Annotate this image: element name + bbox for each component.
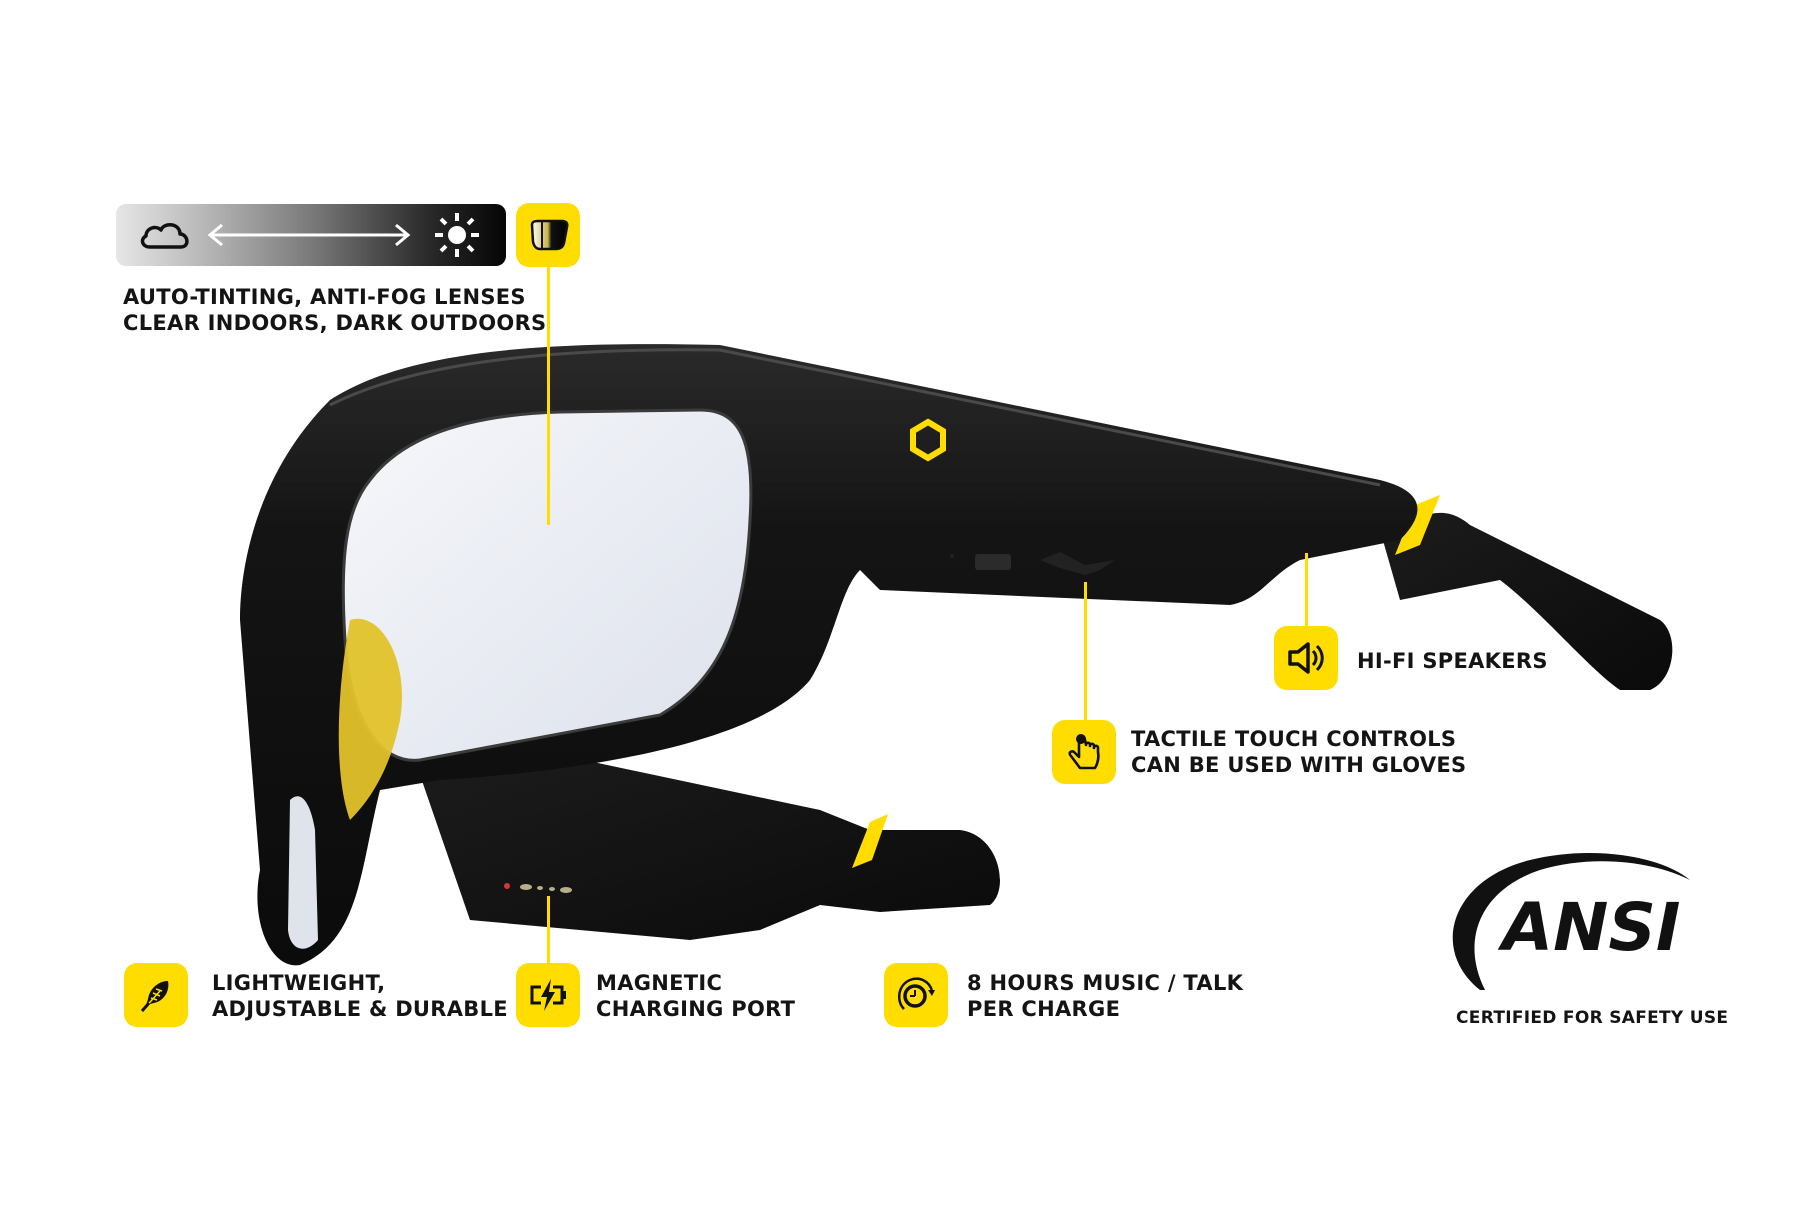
feature-battery-life-caption: 8 HOURS MUSIC / TALK PER CHARGE <box>967 970 1243 1022</box>
ansi-caption: CERTIFIED FOR SAFETY USE <box>1456 1008 1729 1028</box>
feature-charging-line-1: MAGNETIC <box>596 971 723 995</box>
lens-tint-icon <box>530 219 569 251</box>
tint-gradient-bar <box>116 204 506 266</box>
touch-caption-line-1: TACTILE TOUCH CONTROLS <box>1131 727 1457 751</box>
feature-charging-line-2: CHARGING PORT <box>596 997 796 1021</box>
speakers-caption: HI-FI SPEAKERS <box>1357 648 1548 674</box>
lens-tint-badge <box>516 203 580 267</box>
speakers-badge <box>1274 626 1338 690</box>
battery-charging-icon <box>530 979 566 1011</box>
clock-cycle-icon <box>897 977 935 1010</box>
feature-battery-life-line-1: 8 HOURS MUSIC / TALK <box>967 971 1244 995</box>
feature-battery-life-line-2: PER CHARGE <box>967 997 1121 1021</box>
ansi-logo: ANSI <box>1452 852 1690 990</box>
feature-lightweight-caption: LIGHTWEIGHT, ADJUSTABLE & DURABLE <box>212 970 508 1022</box>
touch-hand-icon <box>1068 734 1100 770</box>
double-arrow-icon <box>207 223 411 247</box>
feature-lightweight-badge <box>124 963 188 1027</box>
charging-leader-line <box>547 896 550 963</box>
tint-caption: AUTO-TINTING, ANTI-FOG LENSES CLEAR INDO… <box>123 284 547 336</box>
touch-caption: TACTILE TOUCH CONTROLS CAN BE USED WITH … <box>1131 726 1466 778</box>
cloud-icon <box>140 223 189 249</box>
speakers-caption-line-1: HI-FI SPEAKERS <box>1357 649 1548 673</box>
lens-leader-line <box>547 267 550 525</box>
feature-lightweight-line-1: LIGHTWEIGHT, <box>212 971 386 995</box>
feather-icon <box>140 981 169 1012</box>
speaker-icon <box>1288 642 1324 674</box>
speakers-leader-line <box>1305 553 1308 626</box>
ansi-logo-text: ANSI <box>1497 889 1680 966</box>
feature-charging-badge <box>516 963 580 1027</box>
touch-badge <box>1052 720 1116 784</box>
tint-caption-line-2: CLEAR INDOORS, DARK OUTDOORS <box>123 311 547 335</box>
feature-lightweight-line-2: ADJUSTABLE & DURABLE <box>212 997 508 1021</box>
feature-charging-caption: MAGNETIC CHARGING PORT <box>596 970 795 1022</box>
touch-caption-line-2: CAN BE USED WITH GLOVES <box>1131 753 1467 777</box>
touch-leader-line <box>1084 582 1087 720</box>
sun-icon <box>435 213 479 257</box>
tint-caption-line-1: AUTO-TINTING, ANTI-FOG LENSES <box>123 285 526 309</box>
feature-battery-life-badge <box>884 963 948 1027</box>
